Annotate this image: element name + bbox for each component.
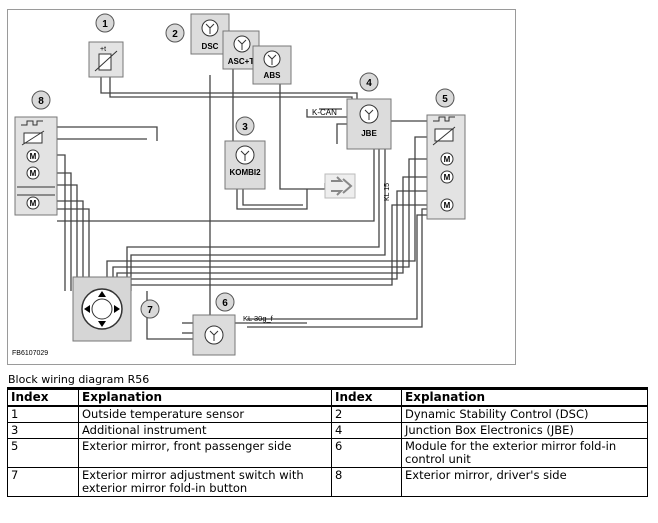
index-cell: 7	[7, 467, 79, 497]
svg-text:6: 6	[222, 298, 228, 309]
table-row: 3 Additional instrument 4 Junction Box E…	[7, 422, 648, 439]
motor-icon: M	[26, 149, 40, 163]
dsc-label: DSC	[202, 42, 219, 51]
outside-temperature-sensor: +t	[88, 41, 124, 78]
dsc-control-units: DSC ASC+T ABS	[190, 13, 292, 85]
index-cell: 1	[7, 405, 79, 423]
diagram-caption: Block wiring diagram R56	[8, 373, 150, 386]
k-can-label: K-CAN	[312, 108, 337, 117]
passenger-mirror-assembly: M M M	[426, 114, 466, 220]
fold-in-control-module	[192, 314, 236, 356]
table-row: 7 Exterior mirror adjustment switch with…	[7, 467, 648, 497]
header-explanation-1: Explanation	[78, 388, 332, 407]
svg-text:2: 2	[172, 29, 178, 40]
callout-2: 2	[165, 23, 185, 43]
explanation-cell: Junction Box Electronics (JBE)	[401, 422, 648, 439]
legend-table: Index Explanation Index Explanation 1 Ou…	[7, 387, 648, 497]
callout-4: 4	[359, 72, 379, 92]
svg-text:8: 8	[38, 96, 44, 107]
abs-label: ABS	[264, 71, 282, 80]
svg-text:M: M	[30, 152, 37, 161]
explanation-cell: Dynamic Stability Control (DSC)	[401, 405, 648, 423]
index-cell: 4	[331, 422, 402, 439]
svg-text:M: M	[444, 155, 451, 164]
kombi-label: KOMBI2	[229, 168, 261, 177]
index-cell: 2	[331, 405, 402, 423]
kombi-instrument: KOMBI2	[224, 140, 266, 190]
callout-6: 6	[215, 292, 235, 312]
mirror-adjustment-switch	[72, 276, 132, 342]
figure-code: FB6107029	[12, 350, 48, 357]
jbe-label: JBE	[361, 129, 377, 138]
svg-text:3: 3	[242, 122, 248, 133]
callout-8: 8	[31, 90, 51, 110]
index-cell: 5	[7, 438, 79, 468]
asc-label: ASC+T	[228, 57, 255, 66]
svg-text:M: M	[30, 169, 37, 178]
svg-text:M: M	[30, 199, 37, 208]
svg-text:M: M	[444, 201, 451, 210]
svg-text:1: 1	[102, 19, 108, 30]
table-row: 5 Exterior mirror, front passenger side …	[7, 438, 648, 468]
svg-text:7: 7	[147, 305, 153, 316]
motor-icon: M	[440, 198, 454, 212]
header-index-1: Index	[7, 388, 79, 407]
header-explanation-2: Explanation	[401, 388, 648, 407]
junction-box-electronics: JBE	[346, 98, 392, 150]
index-cell: 3	[7, 422, 79, 439]
kl15-label: KL 15	[384, 183, 391, 201]
callout-7: 7	[140, 299, 160, 319]
index-cell: 6	[331, 438, 402, 468]
motor-icon: M	[26, 196, 40, 210]
explanation-cell: Exterior mirror, driver's side	[401, 467, 648, 497]
motor-icon: M	[440, 170, 454, 184]
explanation-cell: Exterior mirror, front passenger side	[78, 438, 332, 468]
header-index-2: Index	[331, 388, 402, 407]
motor-icon: M	[26, 166, 40, 180]
svg-text:+t: +t	[100, 46, 106, 53]
explanation-cell: Additional instrument	[78, 422, 332, 439]
driver-mirror-assembly: M M M	[14, 116, 58, 216]
callout-5: 5	[435, 88, 455, 108]
bus-connector-symbol	[324, 173, 356, 199]
explanation-cell: Exterior mirror adjustment switch with e…	[78, 467, 332, 497]
explanation-cell: Module for the exterior mirror fold-in c…	[401, 438, 648, 468]
callout-1: 1	[95, 13, 115, 33]
explanation-cell: Outside temperature sensor	[78, 405, 332, 423]
callout-3: 3	[235, 116, 255, 136]
svg-text:4: 4	[366, 78, 372, 89]
svg-text:M: M	[444, 173, 451, 182]
motor-icon: M	[440, 152, 454, 166]
wiring-diagram: +t DSC ASC+T ABS KOMBI2 JBE K-CAN KL 15	[7, 9, 516, 365]
index-cell: 8	[331, 467, 402, 497]
kl30-label: KL 30g_f	[243, 314, 274, 323]
table-row: 1 Outside temperature sensor 2 Dynamic S…	[7, 405, 648, 423]
table-header-row: Index Explanation Index Explanation	[7, 388, 648, 407]
svg-text:5: 5	[442, 94, 448, 105]
